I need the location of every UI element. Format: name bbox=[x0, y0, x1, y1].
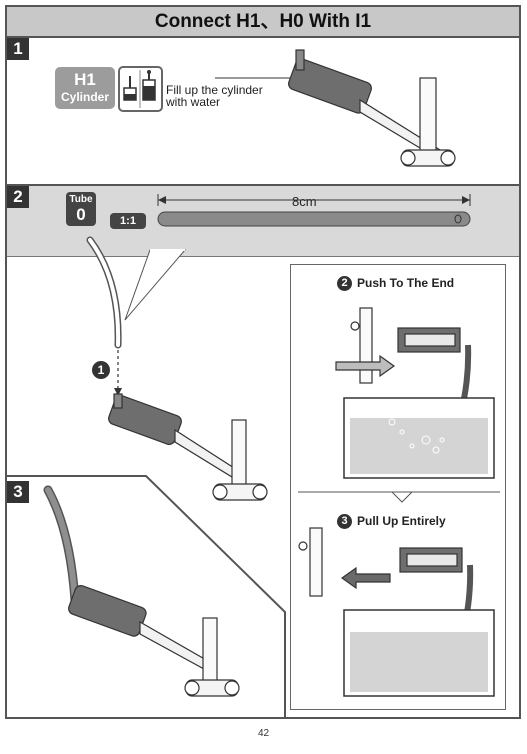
pull-text: Pull Up Entirely bbox=[357, 514, 446, 528]
push-arrow bbox=[335, 354, 396, 378]
fill-instruction: Fill up the cylinder with water bbox=[166, 84, 263, 108]
badge-subtitle: Cylinder bbox=[60, 90, 109, 104]
divider-notch bbox=[390, 491, 414, 503]
page-title: Connect H1、H0 With I1 bbox=[7, 7, 519, 38]
page-number: 42 bbox=[257, 728, 270, 739]
step-circle-2: 2 bbox=[337, 276, 352, 292]
instruction-line-2: with water bbox=[166, 95, 221, 109]
step-number-1: 1 bbox=[7, 38, 29, 60]
step3-assembly bbox=[68, 585, 240, 697]
push-text: Push To The End bbox=[357, 276, 455, 290]
step-number-2: 2 bbox=[7, 186, 29, 208]
callout-tail bbox=[124, 249, 187, 321]
pull-caption: 3 Pull Up Entirely bbox=[337, 514, 446, 530]
step1-assembly bbox=[288, 49, 456, 167]
step-1-panel: 1 bbox=[7, 38, 519, 186]
tube-badge: Tube 0 bbox=[66, 192, 96, 226]
step2-assembly bbox=[108, 393, 268, 501]
pull-diagram bbox=[298, 527, 474, 670]
badge-title: H1 bbox=[74, 70, 96, 89]
dimension-arrow-left bbox=[158, 196, 166, 204]
tube-bar bbox=[157, 211, 471, 227]
step3-outline bbox=[5, 475, 286, 719]
tube-id: 0 bbox=[76, 205, 86, 224]
instruction-line-1: Fill up the cylinder bbox=[166, 83, 263, 97]
step-circle-3: 3 bbox=[337, 514, 352, 530]
scale-badge: 1:1 bbox=[110, 213, 146, 229]
pull-arrow bbox=[340, 566, 391, 590]
push-caption: 2 Push To The End bbox=[337, 276, 455, 292]
tube-length-label: 8cm bbox=[288, 194, 321, 209]
air-bubbles bbox=[388, 418, 445, 454]
h1-cylinder-badge: H1 Cylinder bbox=[55, 67, 115, 109]
step-number-3: 3 bbox=[7, 481, 29, 503]
tube-label: Tube bbox=[69, 194, 93, 205]
dimension-arrow-right bbox=[462, 196, 470, 204]
step-circle-1: 1 bbox=[92, 361, 110, 379]
fill-water-icon bbox=[118, 66, 163, 112]
